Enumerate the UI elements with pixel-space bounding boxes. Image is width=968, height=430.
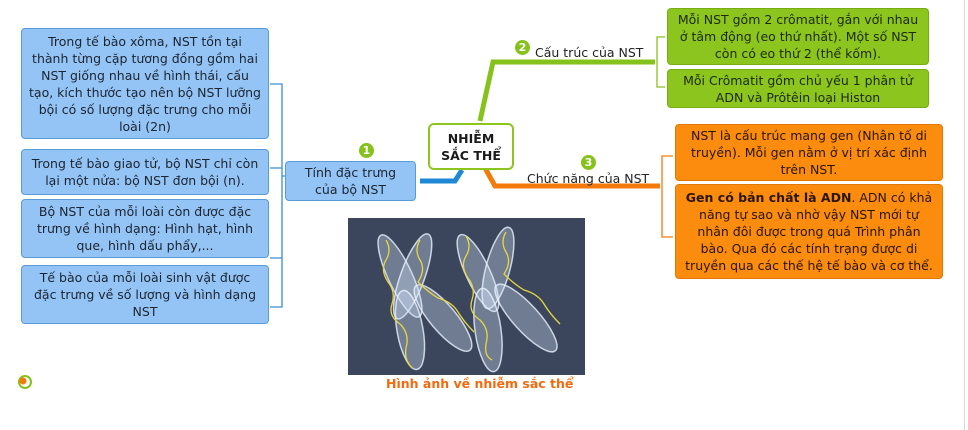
function-item-2: Gen có bản chất là ADN. ADN có khả năng … — [675, 184, 943, 279]
characteristic-item-3: Bộ NST của mỗi loài còn được đặc trưng v… — [21, 199, 269, 258]
right-edge-divider — [964, 0, 965, 430]
chromatid-arm — [394, 289, 426, 371]
central-topic[interactable]: NHIỄM SẮC THỂ — [428, 123, 514, 170]
chromatid-arm — [413, 284, 473, 352]
branch-node-characteristics[interactable]: Tính đặc trưng của bộ NST — [285, 161, 416, 201]
chromatid-arm — [473, 287, 503, 373]
branch-number-2: 2 — [515, 40, 530, 55]
chromatid-arm — [494, 283, 558, 353]
branch-label-function[interactable]: Chức năng của NST — [527, 171, 650, 186]
branch-number-1: 1 — [359, 143, 374, 158]
branch-label-structure[interactable]: Cấu trúc của NST — [535, 45, 644, 60]
structure-item-2: Mỗi Crômatit gồm chủ yếu 1 phân tử ADN v… — [667, 69, 929, 108]
chromatid-arm — [392, 233, 433, 320]
connector-blue-bracket — [270, 83, 287, 308]
chromosome-illustration — [377, 226, 561, 373]
chromatid-arm — [481, 226, 515, 310]
branch-number-3: 3 — [581, 155, 596, 170]
characteristic-item-2: Trong tế bào giao tử, bộ NST chỉ còn lại… — [21, 149, 269, 195]
connector-branch-1 — [420, 168, 465, 184]
function-item-2-text: . ADN có khả năng tự sao và nhờ vậy NST … — [685, 190, 933, 273]
brand-logo-icon — [18, 374, 32, 389]
chromosome-image — [348, 218, 585, 375]
function-item-2-bold: Gen có bản chất là ADN — [685, 190, 852, 205]
structure-item-1: Mỗi NST gồm 2 crômatit, gắn với nhau ở t… — [667, 8, 929, 65]
characteristic-item-1: Trong tế bào xôma, NST tồn tại thành từn… — [21, 28, 269, 139]
connector-orange-bracket — [661, 155, 673, 238]
connector-green-bracket — [656, 36, 665, 88]
characteristic-item-4: Tế bào của mỗi loài sinh vật được đặc tr… — [21, 265, 269, 324]
connector-branch-3 — [482, 166, 660, 189]
function-item-1: NST là cấu trúc mang gen (Nhân tố di tru… — [675, 124, 943, 181]
connector-branch-2 — [477, 59, 655, 122]
image-caption: Hình ảnh về nhiễm sắc thể — [386, 376, 574, 391]
